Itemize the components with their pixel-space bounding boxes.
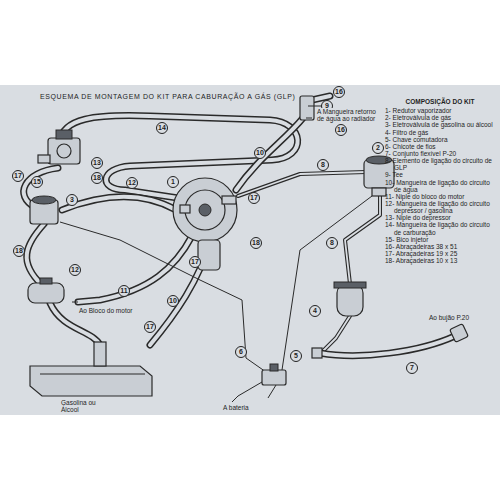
callout-number: 8	[317, 159, 329, 171]
paper-ground	[0, 85, 500, 415]
callout-number: 13	[91, 157, 103, 169]
parts-list-item: 6- Chicote de fios	[385, 143, 495, 150]
parts-list-item: 9- Tee	[385, 171, 495, 178]
parts-list-item: 17- Abraçadeiras 19 x 25	[385, 250, 495, 257]
diagram-title: ESQUEMA DE MONTAGEM DO KIT PARA CABURAÇÃ…	[40, 93, 295, 100]
callout-number: 10	[167, 295, 179, 307]
callout-number: 17	[144, 321, 156, 333]
selector-switch	[262, 364, 286, 385]
parts-list-item: 5- Chave comutadora	[385, 136, 495, 143]
location-note: A Mangueira retorno de água ao radiador	[316, 108, 384, 123]
fuel-tank	[30, 342, 152, 396]
callout-number: 6	[235, 346, 247, 358]
callout-number: 7	[406, 362, 418, 374]
callout-number: 2	[372, 142, 384, 154]
callout-number: 15	[31, 176, 43, 188]
parts-list-item: 15- Bico injetor	[385, 236, 495, 243]
callout-number: 17	[12, 170, 24, 182]
callout-number: 18	[13, 245, 25, 257]
petrol-solenoid-valve	[30, 196, 58, 224]
location-note: Gasolina ou Álcool	[60, 399, 112, 414]
callout-number: 5	[290, 350, 302, 362]
parts-list-heading: COMPOSIÇÃO DO KIT	[395, 98, 485, 105]
parts-list-item: 16- Abraçadeiras 38 x 51	[385, 243, 495, 250]
parts-list-item: 7- Conjunto flexível P-20	[385, 150, 495, 157]
callout-number: 18	[250, 237, 262, 249]
parts-list-item: 12- Mangueira de ligação do circuito dep…	[385, 200, 495, 214]
callout-number: 12	[126, 177, 138, 189]
callout-number: 1	[167, 176, 179, 188]
callout-number: 18	[91, 172, 103, 184]
parts-list: COMPOSIÇÃO DO KIT 1- Redutor vaporizador2…	[385, 98, 495, 264]
callout-number: 4	[309, 305, 321, 317]
parts-list-item: 3- Eletroválvula de gasolina ou álcool	[385, 121, 495, 128]
callout-number: 17	[189, 256, 201, 268]
parts-list-item: 14- Mangueira de ligação do circuito de …	[385, 221, 495, 235]
location-note: A bateria	[222, 404, 250, 411]
parts-list-item: 13- Niple do depressor	[385, 214, 495, 221]
depressor	[28, 278, 64, 303]
carburetor-mixer	[38, 130, 80, 164]
callout-number: 16	[335, 124, 347, 136]
parts-list-item: 1- Redutor vaporizador	[385, 107, 495, 114]
callout-number: 12	[69, 264, 81, 276]
leader-arrows	[72, 118, 312, 302]
callout-number: 14	[156, 122, 168, 134]
gas-filter	[334, 282, 366, 316]
parts-list-item: 11- Niple do bloco do motor	[385, 193, 495, 200]
callout-number: 16	[333, 86, 345, 98]
callout-number: 11	[118, 285, 130, 297]
parts-list-item: 10- Mangueira de ligação do circuito de …	[385, 179, 495, 193]
callout-number: 3	[66, 194, 78, 206]
reducer-vaporizer	[173, 178, 237, 270]
parts-list-item: 18- Abraçadeiras 10 x 13	[385, 257, 495, 264]
callout-number: 10	[254, 147, 266, 159]
callout-number: 8	[326, 237, 338, 249]
parts-list-item: 4- Filtro de gás	[385, 129, 495, 136]
parts-list-item: 8- Elemento de ligação do circuito de GL…	[385, 157, 495, 171]
flex-hose-fitting	[312, 324, 468, 358]
parts-list-item: 2- Eletroválvula de gás	[385, 114, 495, 121]
location-note: Ao Bloco do motor	[78, 307, 133, 314]
location-note: Ao bujão P.20	[428, 314, 470, 321]
callout-number: 17	[248, 192, 260, 204]
